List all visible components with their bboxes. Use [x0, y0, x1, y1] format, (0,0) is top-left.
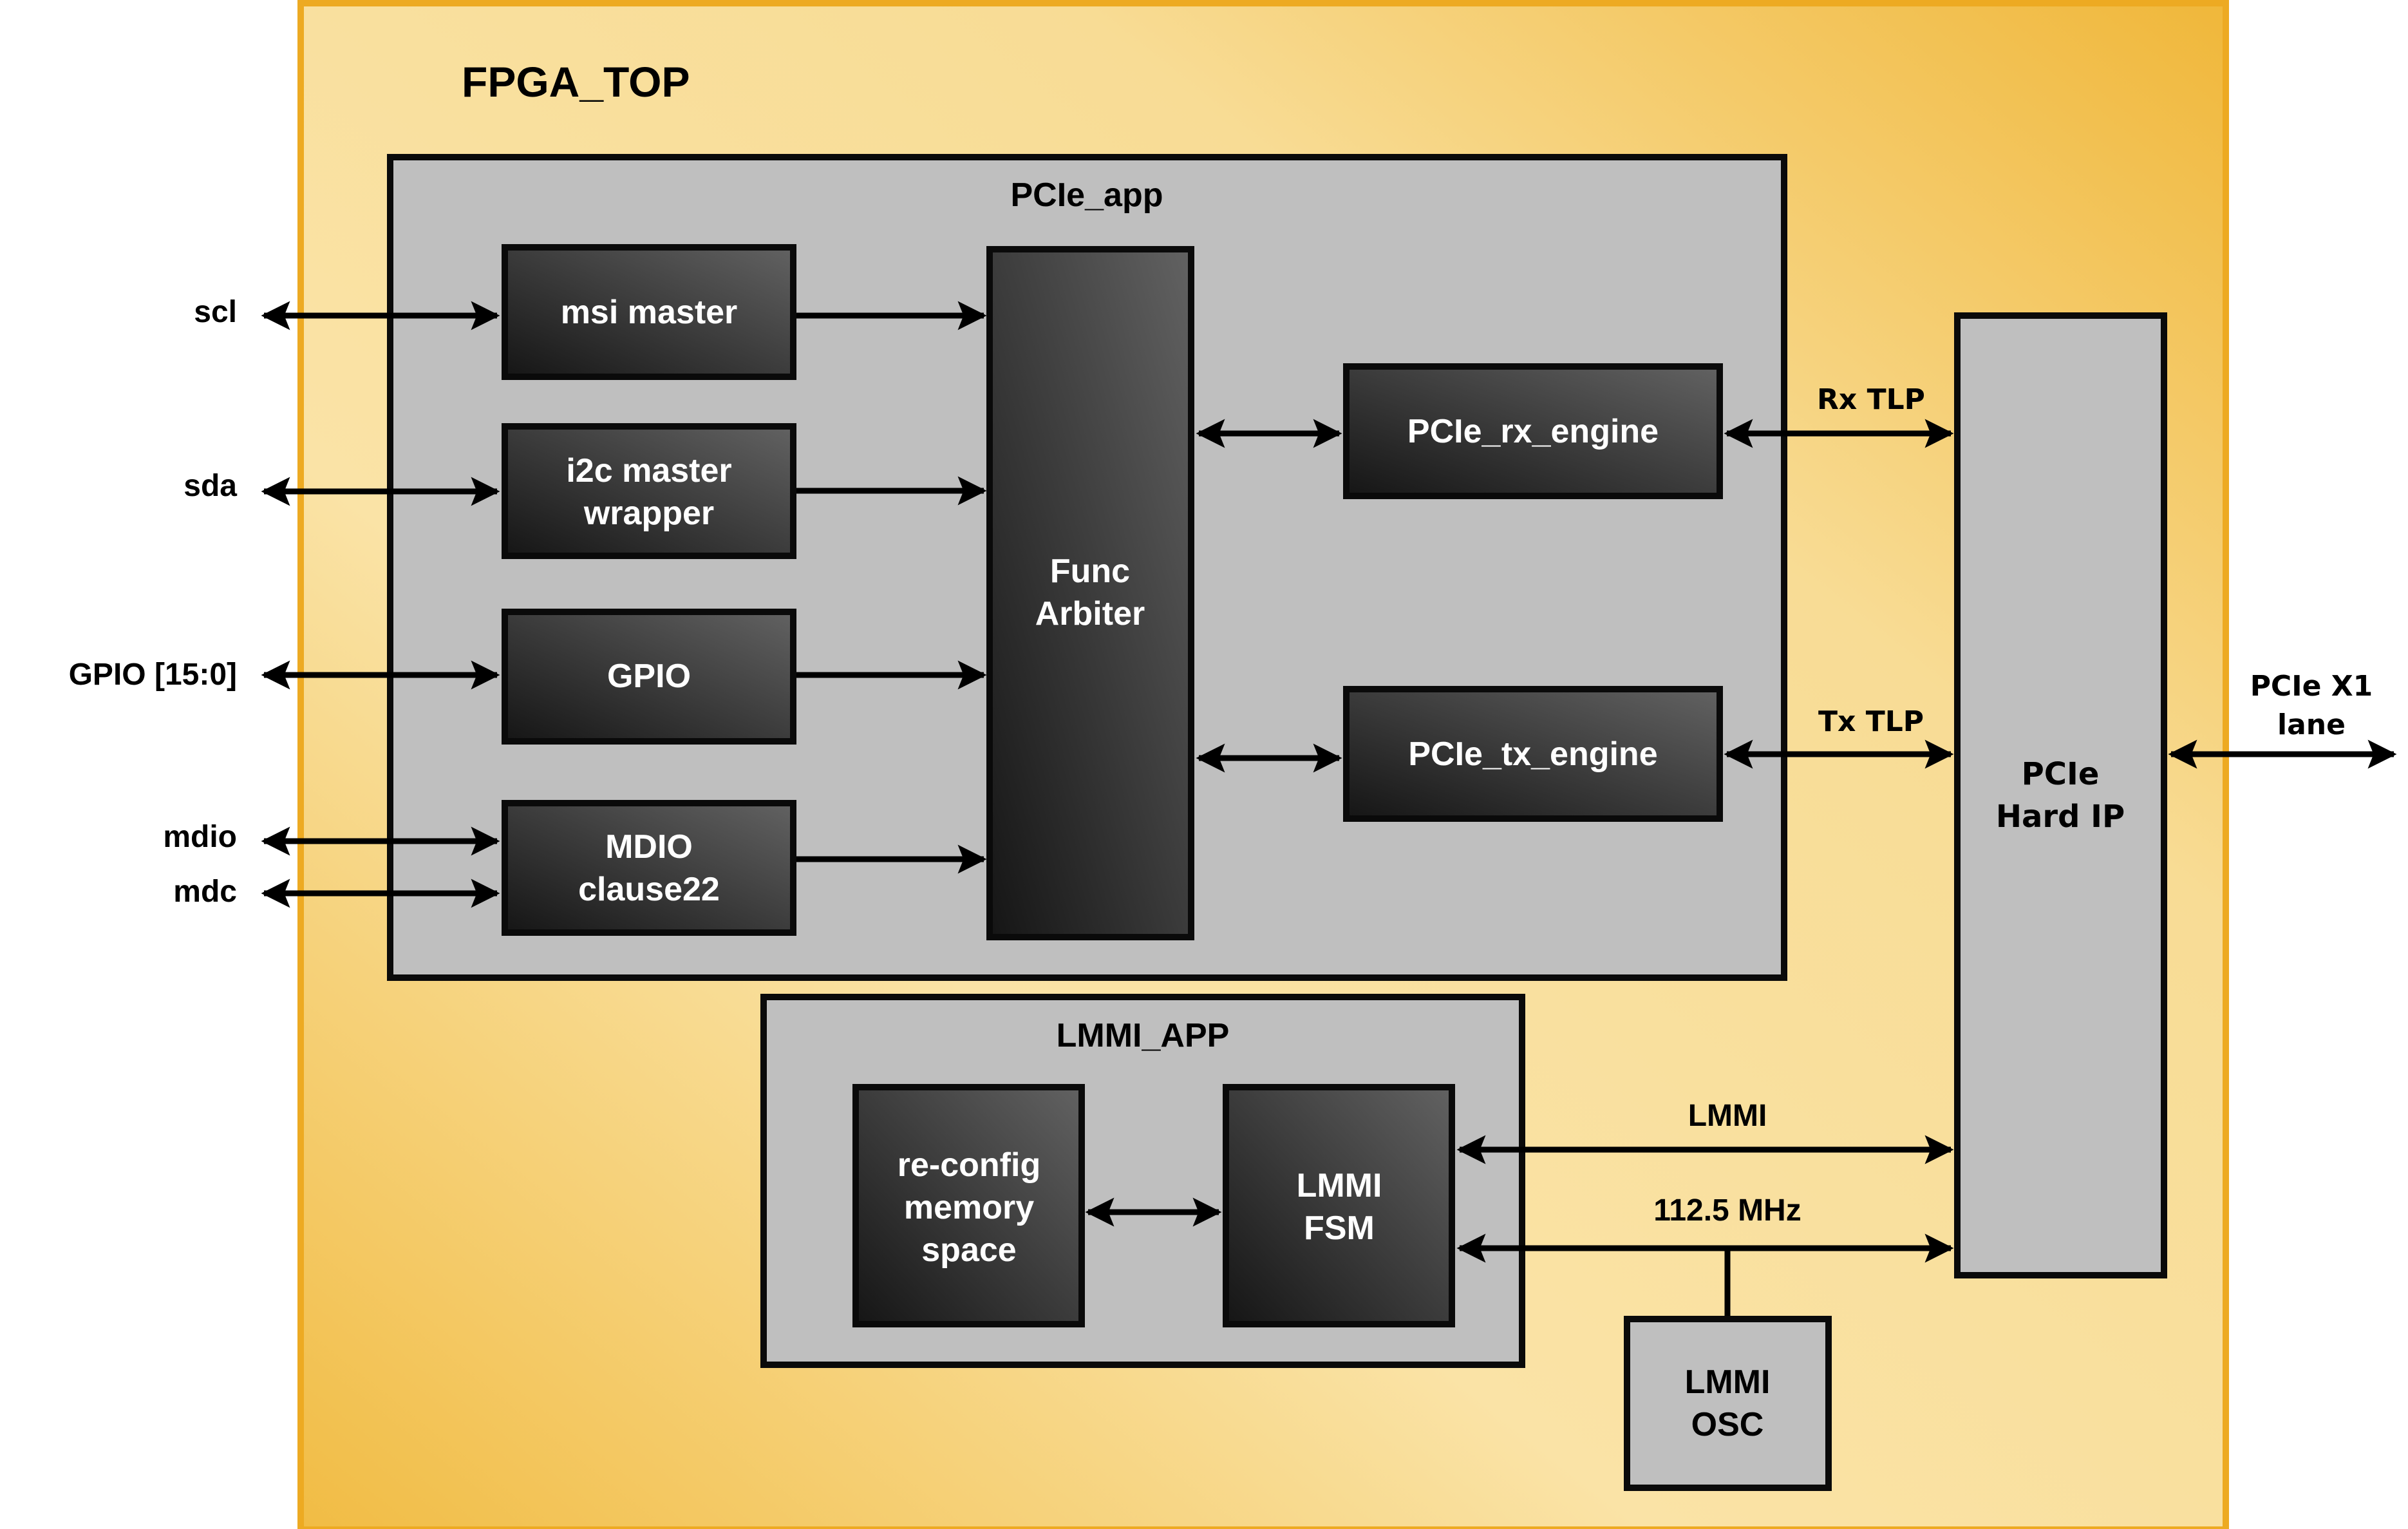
rx-tlp-label: Rx TLP: [1817, 383, 1925, 416]
i2c-master-label-line2: wrapper: [583, 495, 714, 532]
pcie-tx-engine-label: PCIe_tx_engine: [1408, 736, 1657, 773]
lmmi-fsm-block[interactable]: LMMI FSM: [1223, 1084, 1455, 1327]
pcie-hard-ip-block[interactable]: PCIe Hard IP: [1954, 312, 2167, 1278]
mdio-label-line2: clause22: [578, 871, 720, 908]
gpio-bus-label: GPIO [15:0]: [69, 658, 237, 692]
gpio-label: GPIO: [607, 658, 691, 695]
pcie-rx-engine-block[interactable]: PCIe_rx_engine: [1343, 363, 1723, 499]
lmmi-osc-block[interactable]: LMMI OSC: [1624, 1316, 1832, 1491]
mdc-label: mdc: [173, 875, 237, 909]
pcie-hard-ip-label-line1: PCIe: [2022, 756, 2100, 792]
lmmi-fsm-label-line1: LMMI: [1297, 1167, 1382, 1204]
lmmi-app-title: LMMI_APP: [1057, 1017, 1230, 1054]
pcie-app-title: PCIe_app: [1011, 176, 1163, 214]
mdio-label: mdio: [163, 820, 237, 854]
lmmi-osc-label-line2: OSC: [1691, 1406, 1764, 1443]
i2c-master-label-line1: i2c master: [566, 452, 731, 489]
lmmi-bus-label: LMMI: [1688, 1099, 1767, 1133]
pcie-rx-engine-label: PCIe_rx_engine: [1407, 413, 1659, 450]
clock-frequency-label: 112.5 MHz: [1653, 1193, 1801, 1228]
reconfig-label-line1: re-config: [898, 1146, 1040, 1184]
pcie-tx-engine-block[interactable]: PCIe_tx_engine: [1343, 686, 1723, 822]
scl-label: scl: [194, 295, 237, 329]
reconfig-label-line3: space: [921, 1231, 1016, 1269]
tx-tlp-label: Tx TLP: [1818, 705, 1924, 738]
msi-master-block[interactable]: msi master: [502, 244, 796, 380]
mdio-label-line1: MDIO: [605, 828, 693, 866]
lmmi-osc-label-line1: LMMI: [1685, 1363, 1771, 1401]
func-arbiter-block[interactable]: Func Arbiter: [986, 246, 1194, 940]
reconfig-label-line2: memory: [904, 1189, 1034, 1226]
pcie-lane-label-line1: PCIe X1: [2250, 670, 2373, 703]
sda-label: sda: [183, 469, 237, 503]
mdio-clause22-block[interactable]: MDIO clause22: [502, 800, 796, 936]
func-arbiter-label-line2: Arbiter: [1035, 595, 1145, 632]
msi-master-label: msi master: [561, 294, 738, 331]
pcie-hard-ip-label-line2: Hard IP: [1996, 799, 2125, 835]
i2c-master-wrapper-block[interactable]: i2c master wrapper: [502, 423, 796, 559]
lmmi-fsm-label-line2: FSM: [1304, 1210, 1375, 1247]
func-arbiter-label-line1: Func: [1050, 553, 1130, 590]
fpga-top-title: FPGA_TOP: [462, 58, 690, 106]
gpio-block[interactable]: GPIO: [502, 609, 796, 745]
pcie-lane-label-line2: lane: [2277, 708, 2346, 741]
reconfig-memory-space-block[interactable]: re-config memory space: [852, 1084, 1085, 1327]
